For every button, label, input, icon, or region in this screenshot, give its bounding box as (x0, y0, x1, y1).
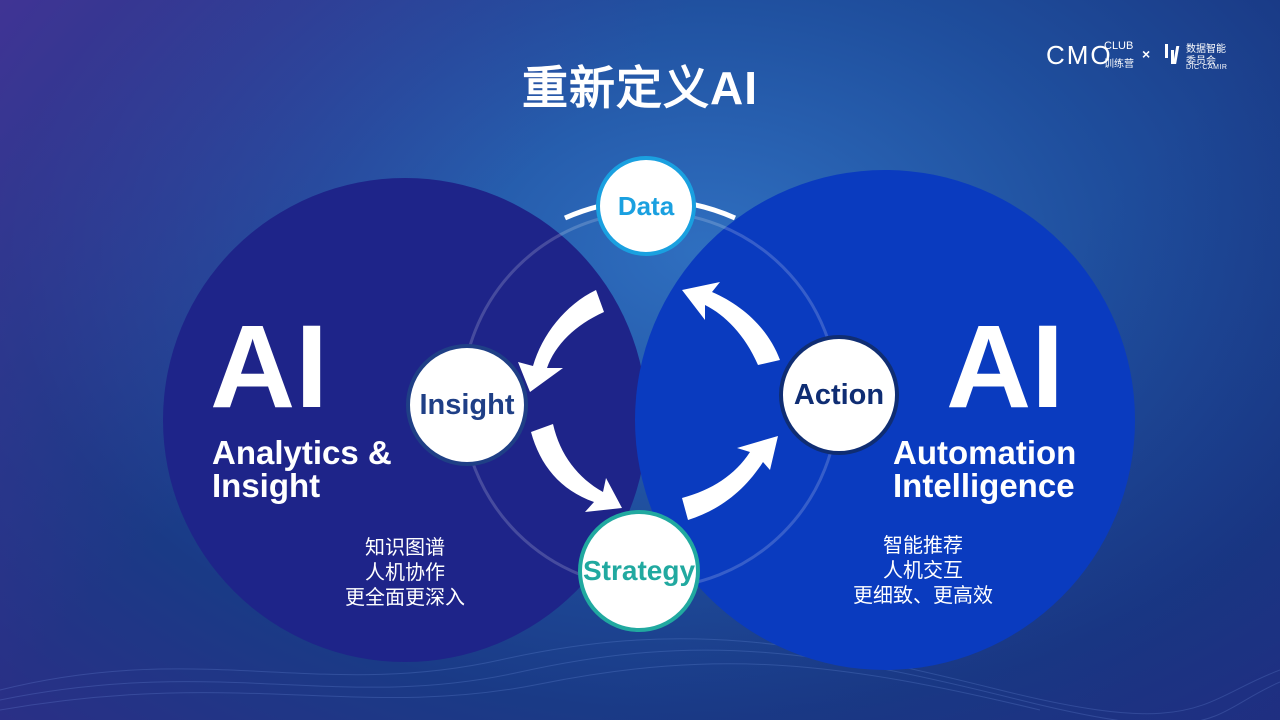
background-wave-lines (0, 638, 1280, 720)
cycle-arrows (518, 282, 780, 520)
node-action: Action (779, 335, 899, 455)
brand-club: CLUB (1104, 40, 1134, 52)
page-title: 重新定义AI (522, 62, 758, 114)
arrow-action-to-data (682, 282, 780, 365)
brand-logo: CMO CLUB 训练营 × 数据智能 委员会 DIC·CAMIR (1046, 38, 1236, 74)
node-strategy: Strategy (578, 510, 700, 632)
right-point-3: 更细致、更高效 (853, 585, 993, 607)
dic-logo-icon (1165, 44, 1180, 64)
left-point-3: 更全面更深入 (345, 587, 465, 609)
left-sub-line2: Insight (212, 467, 321, 504)
brand-times: × (1142, 46, 1151, 62)
right-sub-line1: Automation (893, 434, 1077, 471)
brand-dic-line1: 数据智能 (1186, 44, 1226, 55)
left-point-2: 人机协作 (365, 562, 445, 584)
brand-dic-line3: DIC·CAMIR (1186, 64, 1228, 71)
brand-cmo: CMO (1046, 40, 1113, 70)
node-insight: Insight (406, 344, 528, 466)
brand-camp: 训练营 (1104, 59, 1134, 70)
right-ai-heading: AI (946, 301, 1064, 433)
left-point-1: 知识图谱 (365, 537, 445, 559)
node-data: Data (596, 156, 696, 256)
arrow-insight-to-strategy (531, 424, 622, 512)
left-circle (163, 178, 647, 662)
arrow-data-to-insight (518, 290, 604, 392)
right-sub-line2: Intelligence (893, 467, 1075, 504)
left-ai-heading: AI (210, 301, 328, 433)
right-point-2: 人机交互 (883, 560, 963, 582)
right-point-1: 智能推荐 (883, 535, 963, 557)
left-sub-line1: Analytics & (212, 434, 392, 471)
brand-dic-line2: 委员会 (1186, 56, 1216, 67)
arrow-strategy-to-action (682, 436, 778, 520)
